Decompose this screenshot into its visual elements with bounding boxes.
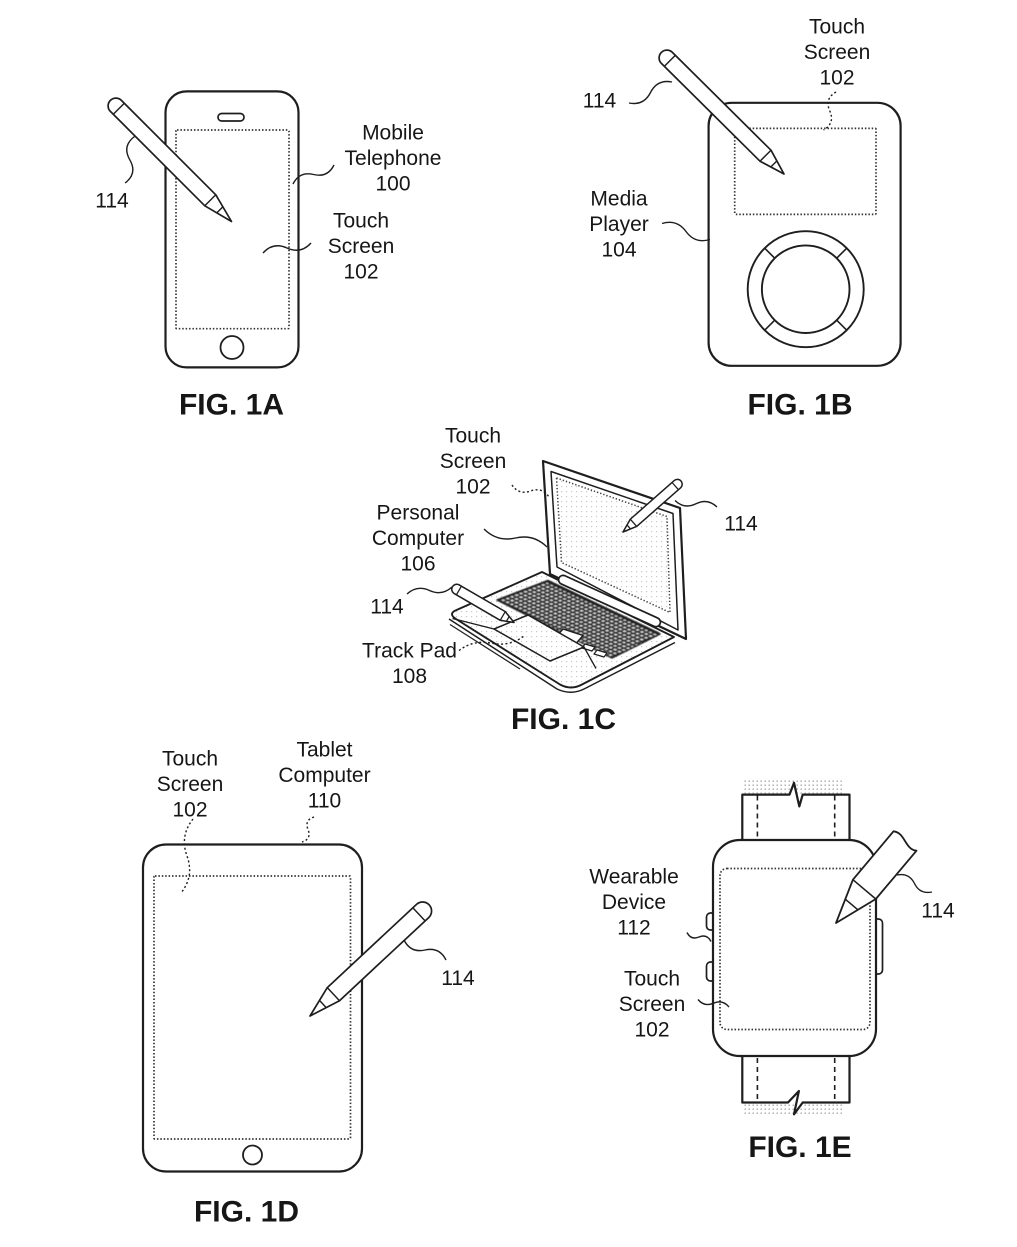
svg-text:Screen: Screen — [440, 450, 507, 473]
svg-text:114: 114 — [583, 90, 617, 113]
svg-text:112: 112 — [617, 917, 650, 940]
svg-text:102: 102 — [819, 67, 854, 90]
svg-text:Player: Player — [589, 213, 649, 236]
svg-text:106: 106 — [400, 553, 435, 576]
svg-text:102: 102 — [455, 476, 490, 499]
svg-text:Device: Device — [602, 891, 666, 914]
svg-text:Track Pad: Track Pad — [362, 640, 457, 663]
svg-text:Media: Media — [590, 188, 648, 211]
svg-text:Telephone: Telephone — [345, 147, 442, 170]
svg-text:Personal: Personal — [377, 502, 460, 525]
svg-text:Screen: Screen — [619, 993, 686, 1016]
svg-text:102: 102 — [343, 261, 378, 284]
svg-text:FIG. 1D: FIG. 1D — [194, 1196, 299, 1229]
svg-text:110: 110 — [308, 790, 341, 813]
svg-text:Touch: Touch — [624, 968, 680, 991]
svg-text:FIG. 1B: FIG. 1B — [747, 389, 852, 422]
svg-text:114: 114 — [370, 596, 404, 619]
svg-text:Touch: Touch — [809, 16, 865, 39]
svg-text:100: 100 — [375, 173, 410, 196]
svg-text:Wearable: Wearable — [589, 866, 679, 889]
svg-text:Touch: Touch — [445, 425, 501, 448]
svg-text:114: 114 — [95, 190, 129, 213]
svg-text:104: 104 — [601, 239, 636, 262]
svg-text:108: 108 — [392, 665, 427, 688]
svg-text:FIG. 1C: FIG. 1C — [511, 703, 616, 736]
svg-text:Tablet: Tablet — [296, 739, 352, 762]
svg-text:Mobile: Mobile — [362, 122, 424, 145]
svg-text:FIG. 1A: FIG. 1A — [179, 389, 284, 422]
svg-text:Touch: Touch — [333, 210, 389, 233]
svg-text:Screen: Screen — [804, 41, 871, 64]
svg-text:Screen: Screen — [328, 235, 395, 258]
svg-text:FIG. 1E: FIG. 1E — [748, 1131, 851, 1164]
svg-text:102: 102 — [172, 799, 207, 822]
svg-text:114: 114 — [921, 900, 955, 923]
svg-text:Computer: Computer — [278, 764, 370, 787]
svg-text:114: 114 — [441, 967, 475, 990]
svg-text:Touch: Touch — [162, 748, 218, 771]
svg-text:Computer: Computer — [372, 527, 464, 550]
svg-text:102: 102 — [634, 1019, 669, 1042]
svg-text:Screen: Screen — [157, 773, 224, 796]
svg-text:114: 114 — [724, 513, 758, 536]
